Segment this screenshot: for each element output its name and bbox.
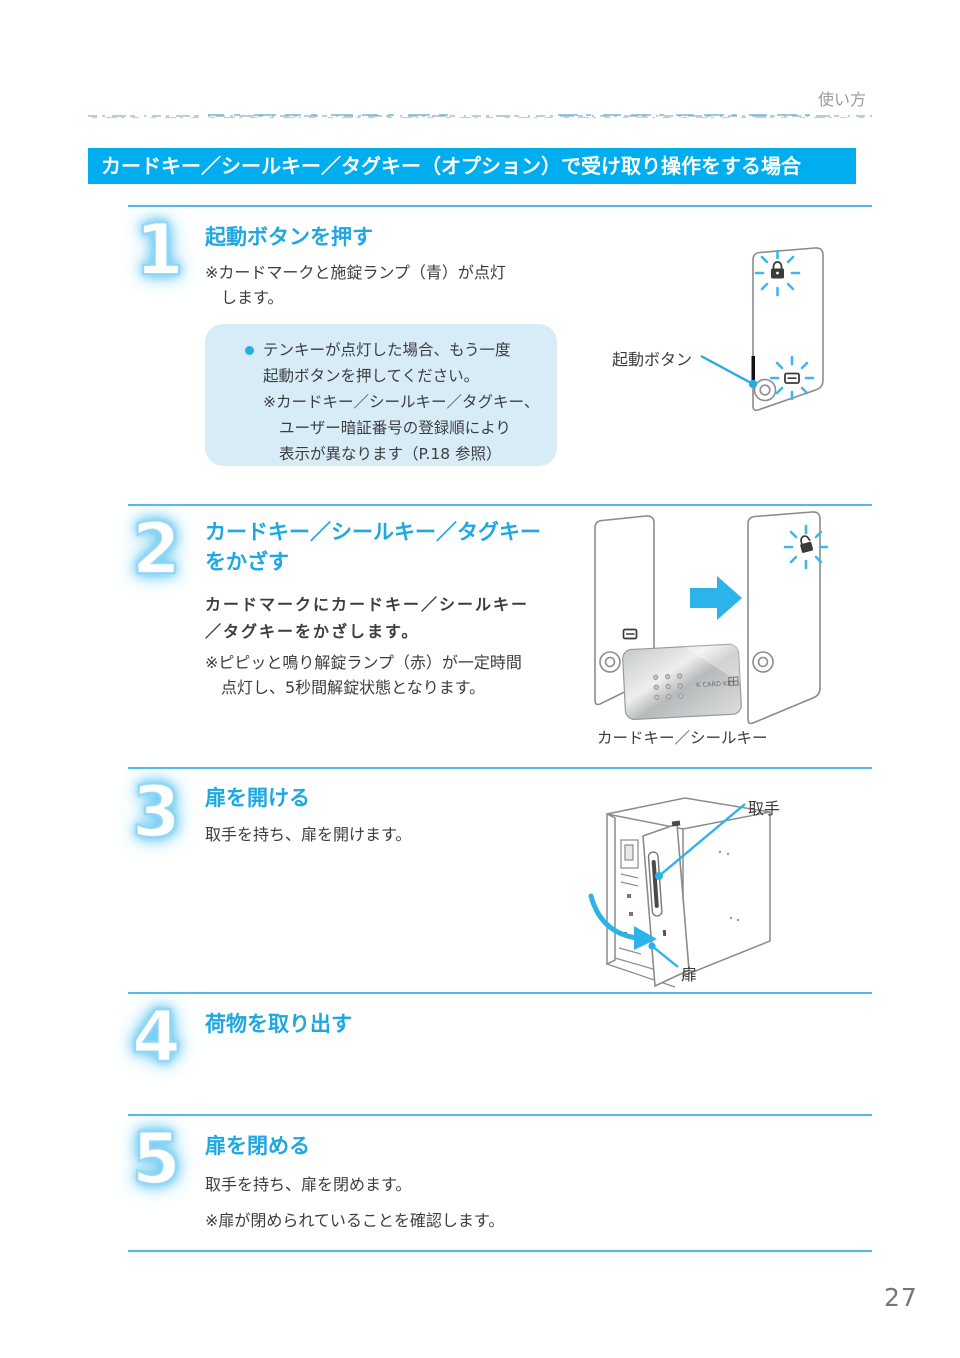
step1-number: 1 (134, 209, 185, 291)
handle-leader-line (655, 803, 746, 880)
panel-edge-bar (751, 356, 755, 383)
card-label: K CARD KEY (696, 679, 736, 689)
glow-dashes-lock (754, 249, 801, 297)
door-leader-line (648, 942, 679, 968)
cabinet-right-face (682, 811, 771, 978)
step2-note-line1: ※ピピッと鳴り解錠ランプ（赤）が一定時間 (205, 653, 522, 672)
info-box: テンキーが点灯した場合、もう一度 起動ボタンを押してください。 ※カードキー／シ… (205, 324, 557, 466)
divider (128, 767, 872, 769)
glow-dashes-card (769, 355, 815, 401)
step1-title: 起動ボタンを押す (205, 225, 373, 249)
step5-title: 扉を閉める (205, 1134, 310, 1158)
card-key-caption: カードキー／シールキー (597, 729, 768, 747)
divider (128, 205, 872, 207)
cabinet-left-wall (606, 812, 616, 966)
start-button-icon (599, 651, 621, 673)
arrow-right-icon (690, 576, 742, 620)
step5-number: 5 (131, 1118, 182, 1200)
page-number: 27 (884, 1283, 918, 1312)
page-header-label: 使い方 (818, 90, 867, 109)
door-panel-outline (752, 247, 824, 412)
step2-body-line2: ／タグキーをかざします。 (205, 622, 420, 641)
key-card: K CARD KEY (622, 643, 742, 721)
start-button-icon (752, 651, 774, 673)
start-button-callout: 起動ボタン (612, 350, 693, 369)
step2-title-line2: をかざす (205, 550, 289, 574)
divider (128, 992, 872, 994)
glow-dashes-unlock (783, 524, 829, 570)
info-sub-line2: ユーザー暗証番号の登録順により (279, 419, 511, 437)
callout-leader-line (700, 354, 758, 389)
cabinet-face-dots (718, 850, 740, 922)
decorative-torn-line (88, 114, 872, 119)
start-button-icon (753, 378, 777, 402)
handle-slot-icon (647, 851, 663, 917)
door-swing-arrow-icon (588, 893, 657, 950)
step1-door-panel-illustration (700, 247, 824, 412)
lock-icon (771, 261, 784, 279)
card-dot-grid (653, 673, 684, 700)
handle-callout: 取手 (748, 799, 781, 818)
info-sub-line3: 表示が異なります（P.18 参照） (279, 445, 502, 463)
card-mark-icon (622, 628, 638, 640)
info-bullet-line1: テンキーが点灯した場合、もう一度 (263, 341, 511, 359)
step2-number: 2 (131, 508, 182, 590)
step2-body-line1: カードマークにカードキー／シールキー (205, 595, 530, 614)
step3-open-door-illustration (588, 797, 771, 988)
step5-body: 取手を持ち、扉を閉めます。 (205, 1175, 412, 1194)
step4-number: 4 (131, 996, 182, 1078)
door-callout: 扉 (681, 965, 698, 984)
divider (128, 1250, 872, 1252)
card-mark-icon (784, 372, 800, 384)
step1-note-line2: します。 (221, 288, 284, 307)
bullet-icon (245, 346, 254, 355)
step4-title: 荷物を取り出す (205, 1012, 352, 1036)
info-bullet-line2: 起動ボタンを押してください。 (263, 367, 480, 385)
door-top-latch (671, 820, 681, 827)
step2-note-line2: 点灯し、5秒間解錠状態となります。 (221, 678, 486, 697)
step3-title: 扉を開ける (205, 786, 310, 810)
section-banner: カードキー／シールキー／タグキー（オプション）で受け取り操作をする場合 (88, 148, 856, 184)
info-sub-line1: ※カードキー／シールキー／タグキー、 (263, 393, 540, 411)
card-logo-icon (728, 676, 739, 686)
step2-card-key-illustration: K CARD KEY (594, 511, 829, 725)
step1-note-line1: ※カードマークと施錠ランプ（青）が点灯 (205, 263, 506, 282)
step3-body: 取手を持ち、扉を開けます。 (205, 825, 412, 844)
step3-number: 3 (131, 771, 182, 853)
step5-note: ※扉が閉められていることを確認します。 (205, 1211, 505, 1230)
step2-title-line1: カードキー／シールキー／タグキー (205, 520, 541, 544)
divider (128, 504, 872, 506)
divider (128, 1114, 872, 1116)
unlock-icon (800, 535, 814, 553)
